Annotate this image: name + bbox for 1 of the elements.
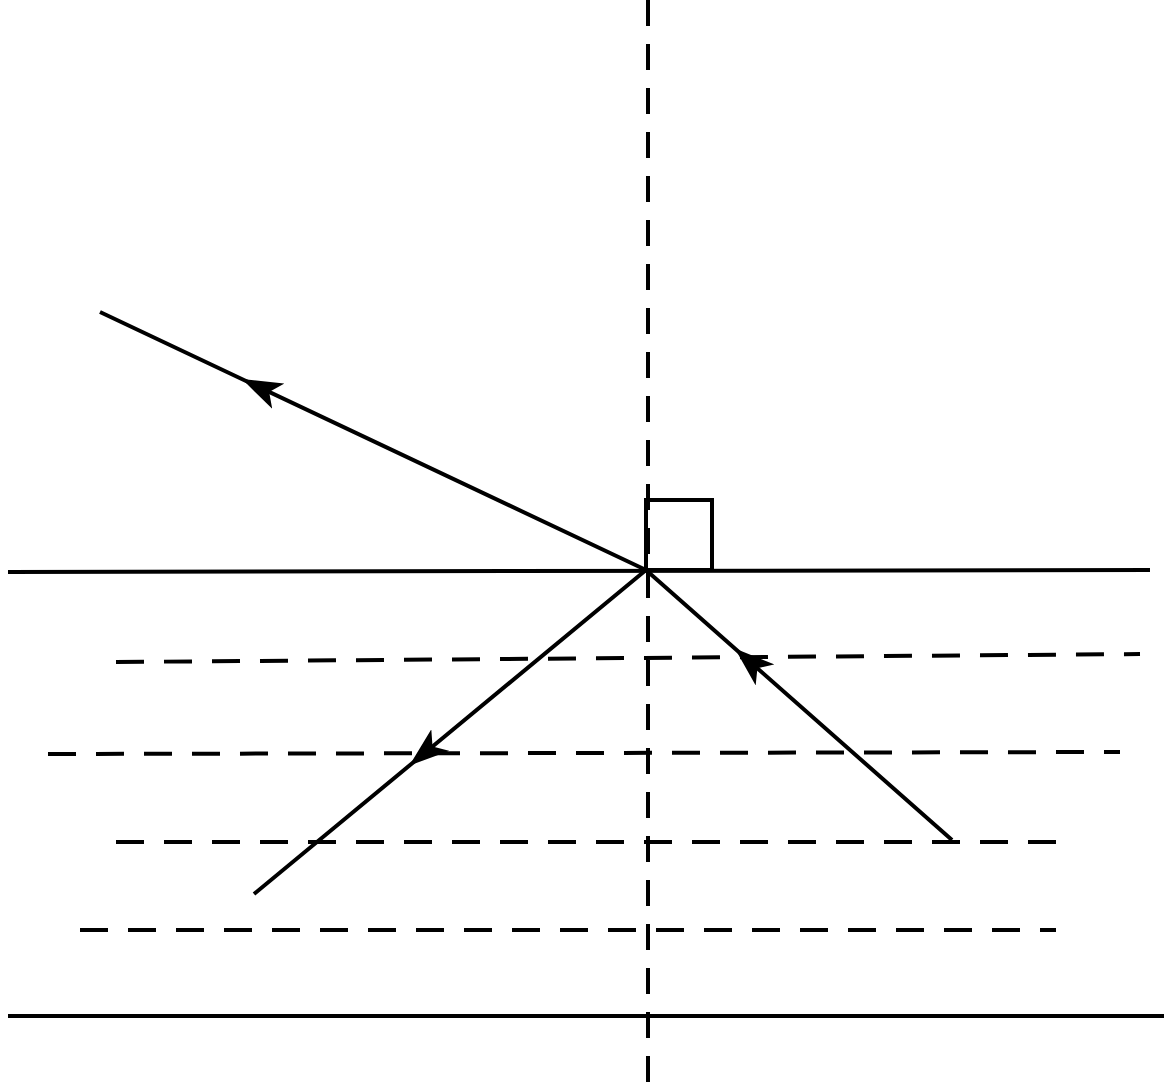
right-angle-mark	[644, 498, 714, 572]
